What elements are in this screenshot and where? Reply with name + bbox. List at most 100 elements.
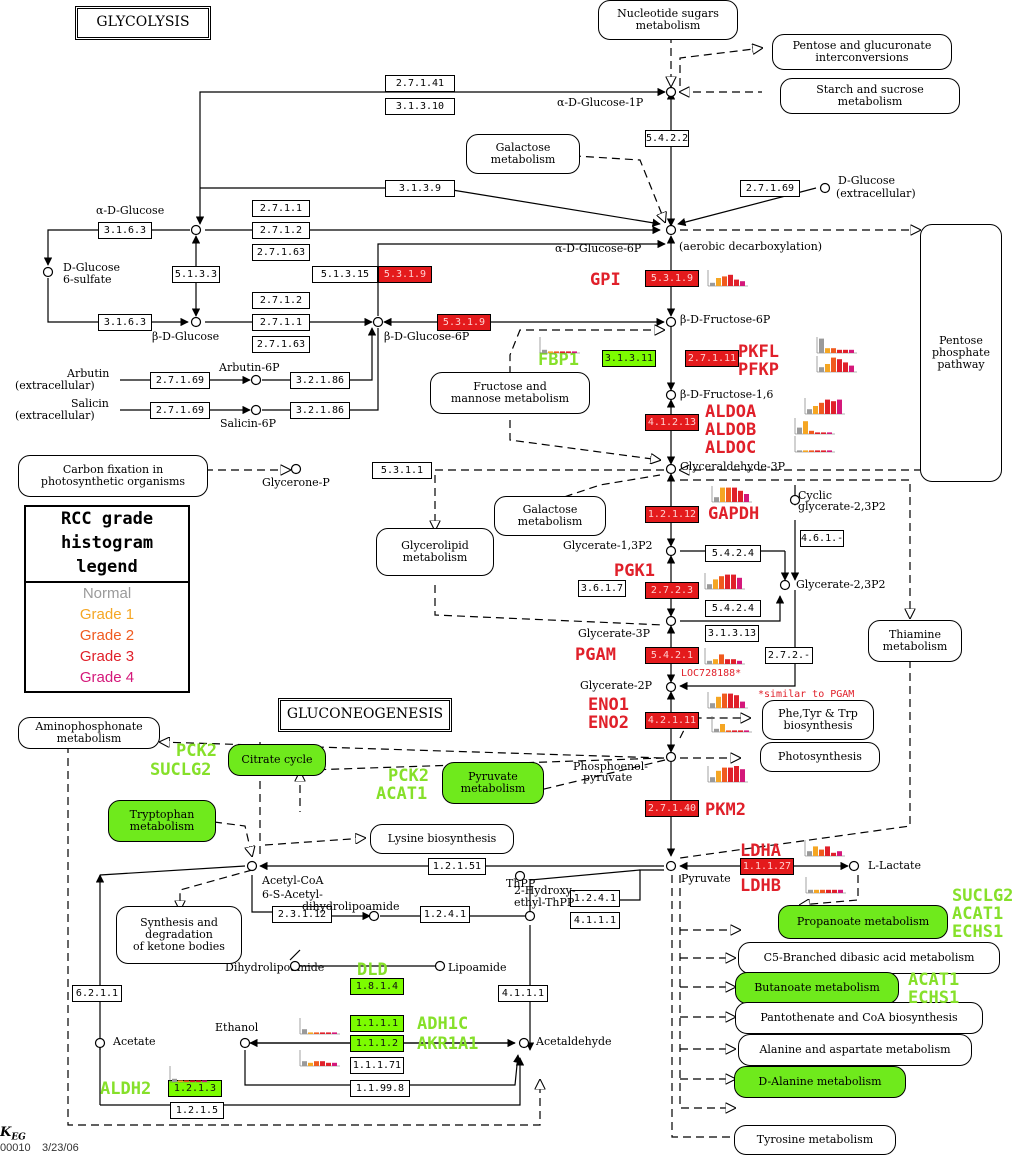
- compound-label: Salicin: [71, 397, 109, 410]
- pathway-label-line: mannose metabolism: [450, 392, 570, 405]
- ec-box[interactable]: 3.2.1.86: [290, 402, 350, 419]
- ec-box[interactable]: 1.2.1.5: [170, 1102, 224, 1119]
- ec-box[interactable]: 1.1.1.1: [350, 1015, 404, 1032]
- ec-box[interactable]: 2.7.1.2: [252, 292, 310, 309]
- ec-box[interactable]: 3.1.6.3: [98, 314, 152, 331]
- pathway-link[interactable]: Alanine and aspartate metabolism: [738, 1034, 972, 1066]
- ec-box[interactable]: 2.7.1.1: [252, 200, 310, 217]
- ec-box[interactable]: 5.4.2.2: [645, 130, 689, 147]
- compound-label: glycerate-2,3P2: [798, 500, 886, 513]
- ec-box[interactable]: 5.1.3.15: [312, 266, 378, 283]
- ec-box[interactable]: 3.1.3.13: [705, 625, 759, 642]
- pathway-label-line: metabolism: [56, 732, 122, 745]
- ec-box[interactable]: 1.1.1.71: [350, 1057, 404, 1074]
- ec-box[interactable]: 4.6.1.-: [800, 530, 844, 547]
- ec-box[interactable]: 5.4.2.1: [645, 647, 699, 664]
- ec-box[interactable]: 5.3.1.9: [645, 270, 699, 287]
- ec-box[interactable]: 2.7.2.-: [765, 647, 813, 664]
- gene-label: ENO1: [588, 695, 629, 715]
- ec-box[interactable]: 5.1.3.3: [172, 266, 220, 283]
- pathway-label-line: Citrate cycle: [241, 753, 313, 766]
- ec-box[interactable]: 3.2.1.86: [290, 372, 350, 389]
- ec-box[interactable]: 4.1.1.1: [570, 912, 620, 929]
- pathway-label-line: phosphate: [931, 346, 990, 359]
- pathway-label-line: Synthesis and: [140, 916, 218, 929]
- ec-box[interactable]: 4.2.1.11: [645, 712, 699, 729]
- pathway-link[interactable]: Tyrosine metabolism: [734, 1125, 896, 1155]
- pathway-label-line: of ketone bodies: [133, 940, 225, 953]
- ec-box[interactable]: 2.7.1.41: [385, 75, 455, 92]
- pathway-label-line: metabolism: [460, 782, 526, 795]
- ec-box[interactable]: 2.7.1.11: [685, 350, 739, 367]
- pathway-link[interactable]: D-Alanine metabolism: [734, 1066, 906, 1098]
- ec-box[interactable]: 2.7.1.69: [150, 372, 210, 389]
- pathway-label-line: Thiamine: [888, 628, 942, 641]
- ec-box[interactable]: 2.7.1.69: [740, 180, 800, 197]
- ec-box[interactable]: 2.7.1.2: [252, 222, 310, 239]
- ec-box[interactable]: 2.7.1.63: [252, 244, 310, 261]
- gene-label: PKM2: [705, 800, 746, 820]
- pathway-link[interactable]: Pantothenate and CoA biosynthesis: [735, 1002, 983, 1034]
- ec-box[interactable]: 2.7.1.69: [150, 402, 210, 419]
- ec-box[interactable]: 1.2.1.12: [645, 506, 699, 523]
- ec-box[interactable]: 2.7.1.1: [252, 314, 310, 331]
- ec-box[interactable]: 3.1.3.11: [602, 350, 656, 367]
- footer-map-code: 00010: [0, 1142, 31, 1154]
- ec-box[interactable]: 1.8.1.4: [350, 978, 404, 995]
- ec-box[interactable]: 1.1.99.8: [350, 1080, 410, 1097]
- ec-box[interactable]: 3.1.6.3: [98, 222, 152, 239]
- compound-label: (extracellular): [15, 409, 95, 422]
- gene-label: PKFL: [738, 342, 779, 362]
- ec-box[interactable]: 6.2.1.1: [72, 985, 122, 1002]
- ec-box[interactable]: 2.7.1.63: [252, 336, 310, 353]
- compound-label: (extracellular): [836, 187, 916, 200]
- ec-box[interactable]: 2.7.2.3: [645, 582, 699, 599]
- ec-box[interactable]: 5.4.2.4: [705, 600, 761, 617]
- ec-box[interactable]: 2.7.1.40: [645, 800, 699, 817]
- pathway-label-line: pathway: [937, 358, 985, 371]
- ec-box[interactable]: 1.1.1.27: [740, 858, 794, 875]
- ec-box[interactable]: 5.3.1.9: [437, 314, 491, 331]
- ec-box[interactable]: 2.3.1.12: [272, 906, 332, 923]
- ec-box[interactable]: 1.2.4.1: [570, 890, 620, 907]
- ec-box[interactable]: 5.3.1.1: [372, 462, 432, 479]
- ec-box[interactable]: 3.6.1.7: [578, 580, 626, 597]
- ec-box[interactable]: 1.1.1.2: [350, 1035, 404, 1052]
- ec-box[interactable]: 1.2.1.3: [168, 1080, 222, 1097]
- ec-box[interactable]: 5.3.1.9: [378, 266, 432, 283]
- ec-box[interactable]: 1.2.4.1: [420, 906, 470, 923]
- pathway-link[interactable]: Butanoate metabolism: [735, 972, 899, 1004]
- pathway-link[interactable]: Photosynthesis: [760, 742, 880, 772]
- pathway-link[interactable]: Propanoate metabolism: [778, 905, 948, 939]
- ec-box[interactable]: 5.4.2.4: [705, 545, 761, 562]
- ec-box[interactable]: 3.1.3.9: [385, 180, 455, 197]
- pathway-link[interactable]: C5-Branched dibasic acid metabolism: [738, 942, 1000, 974]
- pathway-link[interactable]: Citrate cycle: [228, 744, 326, 776]
- ec-box[interactable]: 1.2.1.51: [428, 858, 486, 875]
- pathway-link[interactable]: Lysine biosynthesis: [370, 824, 514, 854]
- ec-box[interactable]: 4.1.2.13: [645, 414, 699, 431]
- ec-box[interactable]: 3.1.3.10: [385, 98, 455, 115]
- gene-label: AKR1A1: [417, 1034, 479, 1054]
- ec-box[interactable]: 4.1.1.1: [498, 985, 548, 1002]
- pathway-label-line: Phe,Tyr & Trp: [778, 707, 858, 720]
- pathway-label-line: Fructose and: [473, 380, 547, 393]
- compound-label: Arbutin-6P: [219, 361, 280, 374]
